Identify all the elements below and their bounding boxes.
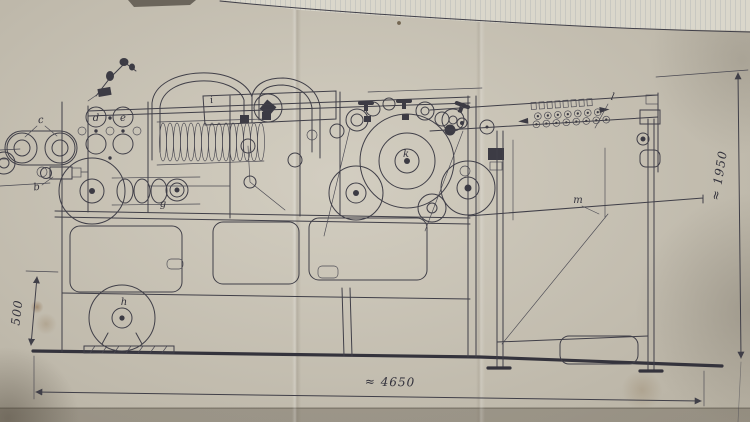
feeder-hood: i — [151, 72, 337, 166]
motor-axle — [119, 315, 125, 321]
part-label-h: h — [121, 297, 127, 308]
dimension-delivery-height: ≈ 1950 — [655, 69, 749, 359]
left-roller-linkage: c — [0, 115, 78, 178]
roller-row: g — [58, 157, 201, 225]
t-bolt — [396, 99, 412, 109]
part-label-m: m — [573, 195, 582, 206]
fold-line-right — [737, 361, 742, 422]
dark-sliver — [128, 0, 196, 7]
part-label-b: b — [33, 182, 41, 194]
dim-text-overall-length: ≈ 4650 — [365, 375, 416, 390]
panel-slot-2 — [317, 265, 339, 279]
part-label-c: c — [38, 115, 45, 126]
dim-text-delivery-height: ≈ 1950 — [708, 149, 730, 201]
print-unit: k — [323, 97, 504, 237]
base-panels — [69, 217, 428, 293]
motor-hub — [111, 307, 133, 329]
top-lever — [87, 58, 137, 102]
left-pulley — [58, 157, 126, 225]
part-label-e: e — [120, 113, 126, 124]
delivery-conveyor: l — [429, 92, 661, 173]
feed-rollers: d e — [77, 106, 142, 160]
dimension-platform-height: 500 — [9, 270, 59, 346]
feed-table — [202, 90, 337, 126]
part-label-l: l — [610, 92, 615, 103]
panel-right — [308, 217, 428, 281]
panel-slot-1 — [166, 258, 184, 270]
motor-base — [83, 345, 175, 354]
chain-attachments — [518, 98, 610, 128]
lower-left-wheel — [328, 165, 384, 221]
motor-wheel — [88, 284, 156, 352]
ground-line — [31, 349, 724, 368]
mid-frame — [147, 91, 341, 219]
part-label-i: i — [209, 95, 214, 106]
motor-assembly: h — [83, 284, 175, 354]
part-label-g: g — [160, 199, 166, 210]
part-label-k: k — [403, 149, 409, 160]
direction-arrow-left — [518, 117, 529, 124]
delivery-stand: m — [467, 118, 704, 373]
main-drum — [359, 113, 455, 209]
dim-text-platform-height: 500 — [9, 299, 26, 326]
panel-middle — [212, 221, 300, 285]
sheet-edge-line — [219, 0, 750, 33]
lower-right-wheel — [440, 160, 496, 216]
dimension-overall-length: ≈ 4650 — [33, 355, 705, 407]
panel-left — [69, 225, 183, 293]
part-label-d: d — [93, 113, 99, 124]
paper-artifacts — [128, 0, 750, 422]
